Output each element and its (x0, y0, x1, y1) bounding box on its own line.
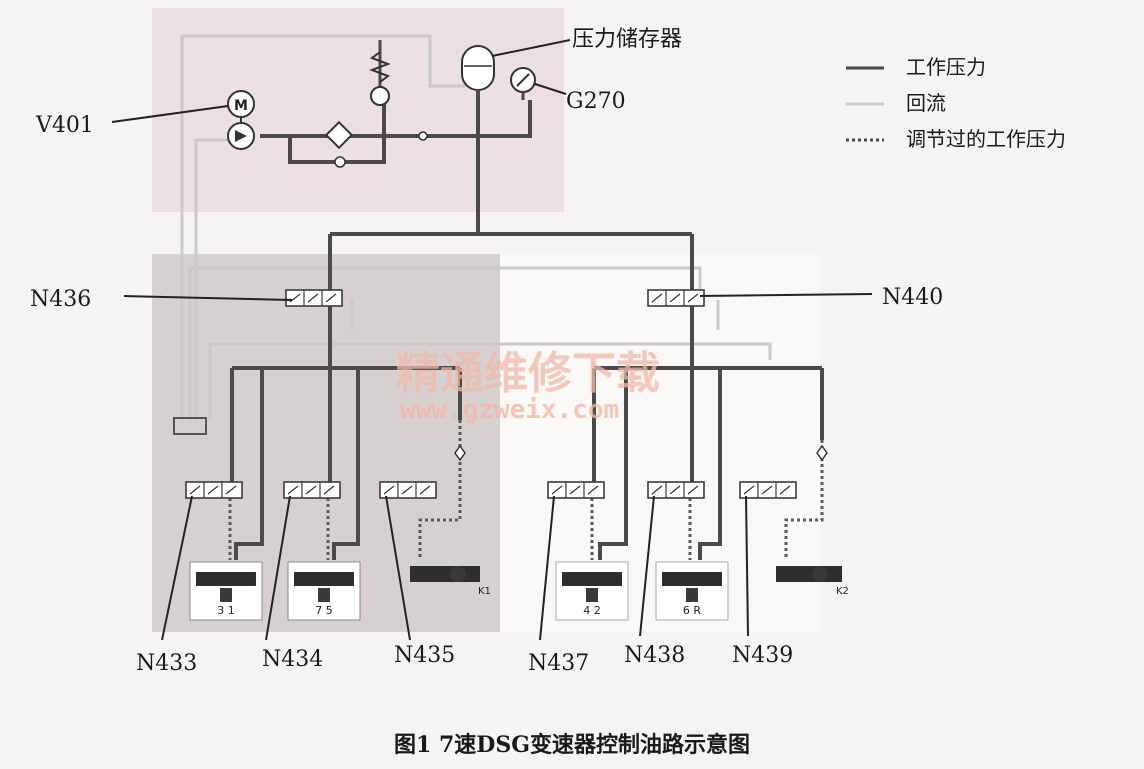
valve-n434 (283, 481, 341, 499)
legend-work-pressure: 工作压力 (906, 55, 986, 79)
spring-symbol (369, 51, 391, 83)
label-n440: N440 (882, 285, 943, 310)
gear-mark-42: 4 2 (583, 604, 601, 617)
legend-return-flow: 回流 (906, 91, 946, 115)
label-n436: N436 (30, 287, 91, 312)
check-valve-symbol (370, 86, 390, 106)
pump-unit-panel (152, 8, 564, 212)
pump-unit: M (227, 40, 536, 168)
label-n433: N433 (136, 651, 197, 676)
legend: 工作压力 回流 调节过的工作压力 (846, 55, 1066, 151)
label-v401: V401 (35, 113, 94, 138)
label-accumulator: 压力储存器 (572, 27, 682, 52)
label-n435: N435 (394, 643, 455, 668)
label-n438: N438 (624, 643, 685, 668)
leader-lines (111, 39, 873, 641)
small-check-valve (418, 131, 428, 141)
watermark-chinese: 精通维修下载 (396, 348, 660, 399)
clutch-actuator-k1: K1 (410, 566, 491, 597)
filter-symbol (324, 120, 354, 150)
label-n437: N437 (528, 651, 589, 676)
legend-regulated-pressure: 调节过的工作压力 (906, 127, 1066, 151)
figure-caption: 图1 7速DSG变速器控制油路示意图 (394, 732, 750, 758)
return-flow-lines (180, 34, 772, 420)
watermark-url: www.gzweix.com (400, 395, 619, 425)
valve-n437 (547, 481, 605, 499)
pressure-limit-valve-n439 (816, 444, 828, 462)
gear-actuator-4-2: 4 2 (555, 561, 629, 621)
gear-actuator-6-r: 6 R (655, 561, 729, 621)
gear-actuator-3-1: 3 1 (189, 561, 263, 621)
gear-mark-31: 3 1 (217, 604, 235, 617)
gear-mark-75: 7 5 (315, 604, 333, 617)
valve-n433 (185, 481, 243, 499)
pressure-limit-valve-n435 (454, 444, 466, 462)
label-n434: N434 (262, 647, 323, 672)
clutch-mark-k2: K2 (836, 586, 849, 597)
clutch-actuator-k2: K2 (776, 566, 849, 597)
gear-actuator-7-5: 7 5 (287, 561, 361, 621)
regulated-pressure-lines (228, 420, 824, 560)
valve-n438 (647, 481, 705, 499)
valve-n439 (739, 481, 797, 499)
label-g270: G270 (566, 89, 626, 114)
valve-n435 (379, 481, 437, 499)
work-pressure-lines (230, 90, 824, 560)
accumulator-icon (461, 45, 495, 91)
gear-mark-6r: 6 R (683, 604, 701, 617)
valve-n440 (647, 289, 705, 307)
valve-n436 (285, 289, 343, 307)
clutch-mark-k1: K1 (478, 586, 491, 597)
label-n439: N439 (732, 643, 793, 668)
bypass-valve-symbol (334, 156, 346, 168)
oil-sump-symbol (173, 417, 207, 435)
svg-text:M: M (234, 98, 248, 114)
